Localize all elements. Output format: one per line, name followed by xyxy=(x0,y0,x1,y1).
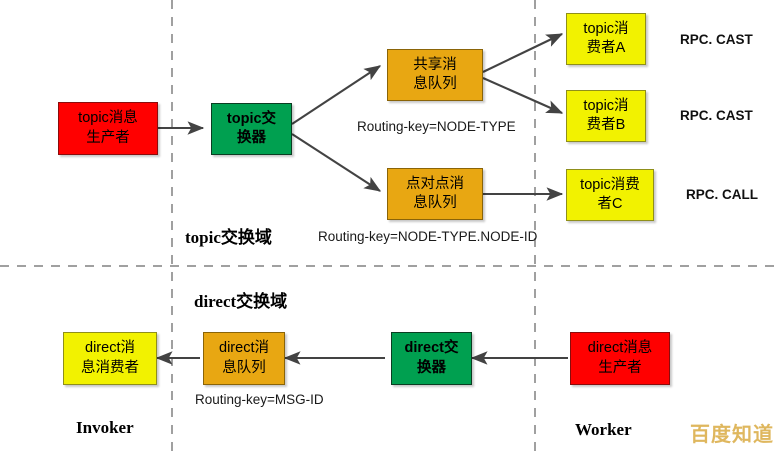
node-topic-consumer-c-line1: topic消费 xyxy=(580,176,640,193)
node-shared-message-queue-line2: 息队列 xyxy=(413,76,457,92)
node-direct-consumer[interactable]: direct消 息消费者 xyxy=(63,332,157,385)
node-direct-exchanger[interactable]: direct交 换器 xyxy=(391,332,472,385)
arrow-exchanger-to-p2p-queue xyxy=(291,133,382,192)
direct-domain-label: direct交换域 xyxy=(194,292,288,311)
worker-label: Worker xyxy=(575,420,632,439)
baidu-zhidao-watermark: 百度知道 xyxy=(690,422,774,446)
node-topic-consumer-b[interactable]: topic消 费者B xyxy=(566,90,646,142)
node-topic-producer-line1: topic消息 xyxy=(78,110,138,127)
arrow-shared-queue-to-consumer-a xyxy=(482,33,564,73)
node-direct-producer[interactable]: direct消息 生产者 xyxy=(570,332,670,385)
rpc-label-consumer-a: RPC. CAST xyxy=(680,32,753,47)
node-topic-exchanger-line2: 换器 xyxy=(237,130,266,146)
node-topic-consumer-a[interactable]: topic消 费者A xyxy=(566,13,646,65)
invoker-label: Invoker xyxy=(76,418,134,437)
node-shared-message-queue[interactable]: 共享消 息队列 xyxy=(387,49,483,101)
routing-key-shared-label: Routing-key=NODE-TYPE xyxy=(357,119,516,134)
node-direct-exchanger-line1: direct交 xyxy=(404,340,459,357)
node-direct-producer-line2: 生产者 xyxy=(598,359,642,376)
node-direct-queue[interactable]: direct消 息队列 xyxy=(203,332,285,385)
node-topic-exchanger-line1: topic交 xyxy=(226,110,277,127)
routing-key-msg-id-label: Routing-key=MSG-ID xyxy=(195,392,324,407)
node-direct-consumer-line1: direct消 xyxy=(85,340,135,357)
node-topic-producer[interactable]: topic消息 生产者 xyxy=(58,102,158,155)
node-direct-queue-line2: 息队列 xyxy=(222,359,266,376)
node-direct-queue-line1: direct消 xyxy=(219,340,269,357)
node-topic-consumer-b-line2: 费者B xyxy=(586,117,626,133)
node-topic-consumer-c-line2: 者C xyxy=(597,196,623,212)
node-p2p-message-queue-line1: 点对点消 xyxy=(406,175,464,192)
node-topic-consumer-c[interactable]: topic消费 者C xyxy=(566,169,654,221)
node-direct-producer-line1: direct消息 xyxy=(587,340,653,357)
node-p2p-message-queue-line2: 息队列 xyxy=(413,195,457,211)
routing-key-p2p-label: Routing-key=NODE-TYPE.NODE-ID xyxy=(318,229,538,244)
topic-domain-label: topic交换域 xyxy=(185,228,272,247)
node-topic-exchanger[interactable]: topic交 换器 xyxy=(211,103,292,155)
node-topic-consumer-a-line1: topic消 xyxy=(583,20,629,37)
node-shared-message-queue-line1: 共享消 xyxy=(413,56,457,73)
rpc-label-consumer-b: RPC. CAST xyxy=(680,108,753,123)
node-topic-consumer-a-line2: 费者A xyxy=(586,40,626,56)
node-direct-exchanger-line2: 换器 xyxy=(417,359,446,376)
rpc-label-consumer-c: RPC. CALL xyxy=(686,187,758,202)
arrow-shared-queue-to-consumer-b xyxy=(482,77,564,114)
node-topic-producer-line2: 生产者 xyxy=(86,129,130,146)
node-topic-consumer-b-line1: topic消 xyxy=(583,97,629,114)
node-p2p-message-queue[interactable]: 点对点消 息队列 xyxy=(387,168,483,220)
node-direct-consumer-line2: 息消费者 xyxy=(81,359,139,376)
arrow-exchanger-to-shared-queue xyxy=(291,65,382,125)
